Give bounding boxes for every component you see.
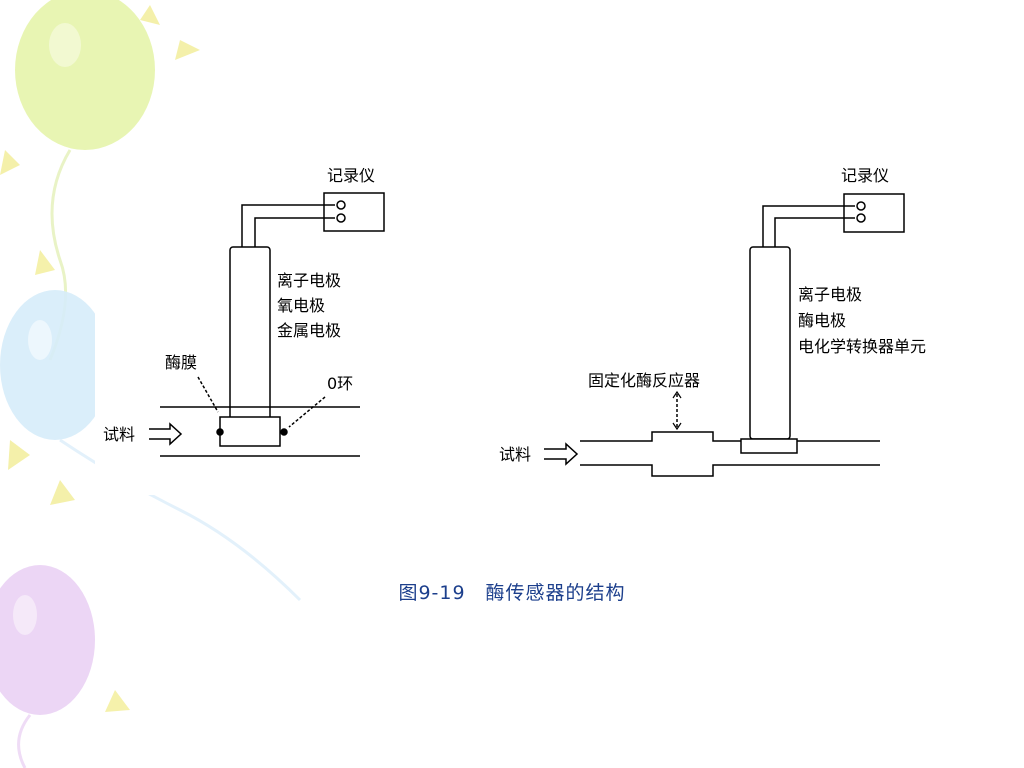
left-oring-pointer — [288, 396, 326, 428]
right-electrode-label: 电化学转换器单元 — [798, 337, 926, 356]
enzyme-sensor-figure: 记录仪 离子电极 氧电极 金属电极 酶膜 0环 — [95, 155, 965, 495]
left-membrane-pointer — [197, 376, 219, 413]
right-recorder-box — [843, 193, 905, 233]
right-reactor-label: 固定化酶反应器 — [588, 371, 700, 390]
right-diagram: 记录仪 离子电极 酶电极 电化学转换器单元 固定化酶反应器 试料 — [499, 166, 926, 477]
left-oring-label: 0环 — [327, 374, 353, 393]
left-sample-label: 试料 — [103, 425, 135, 444]
left-electrode-label: 氧电极 — [277, 296, 325, 315]
right-electrode-foot — [740, 438, 798, 454]
left-recorder-label: 记录仪 — [327, 166, 375, 185]
right-recorder-terminal-top — [856, 201, 866, 211]
right-reactor-pointer-tip-icon — [672, 390, 682, 399]
right-pipe-bottom — [580, 464, 880, 477]
left-oring-dot-left — [216, 428, 224, 436]
right-sample-arrow-icon — [544, 442, 579, 466]
left-sample-arrow-icon — [149, 422, 183, 446]
right-electrode-label: 离子电极 — [798, 285, 862, 304]
right-wire-outer — [762, 205, 855, 247]
left-recorder-terminal-bottom — [336, 213, 346, 223]
right-reactor-pointer-tip-icon — [672, 422, 682, 431]
left-recorder-terminal-top — [336, 200, 346, 210]
left-recorder-box — [323, 192, 385, 232]
left-electrode-body — [229, 246, 271, 428]
confetti-icon — [0, 5, 200, 712]
left-wire-inner — [254, 217, 335, 247]
right-pipe-top — [580, 431, 880, 442]
left-diagram: 记录仪 离子电极 氧电极 金属电极 酶膜 0环 — [103, 166, 385, 457]
right-electrode-body — [749, 246, 791, 440]
purple-balloon-icon — [0, 565, 95, 768]
left-wire-outer — [241, 204, 335, 247]
left-oring-dot-right — [280, 428, 288, 436]
right-electrode-label: 酶电极 — [798, 311, 846, 330]
right-recorder-terminal-bottom — [856, 213, 866, 223]
left-membrane-label: 酶膜 — [165, 353, 197, 372]
left-membrane-cup — [219, 416, 281, 447]
left-electrode-label: 离子电极 — [277, 271, 341, 290]
left-electrode-label: 金属电极 — [277, 321, 341, 340]
figure-caption: 图9-19 酶传感器的结构 — [398, 582, 626, 604]
right-wire-inner — [774, 217, 855, 247]
right-recorder-label: 记录仪 — [841, 166, 889, 185]
right-sample-label: 试料 — [499, 445, 531, 464]
